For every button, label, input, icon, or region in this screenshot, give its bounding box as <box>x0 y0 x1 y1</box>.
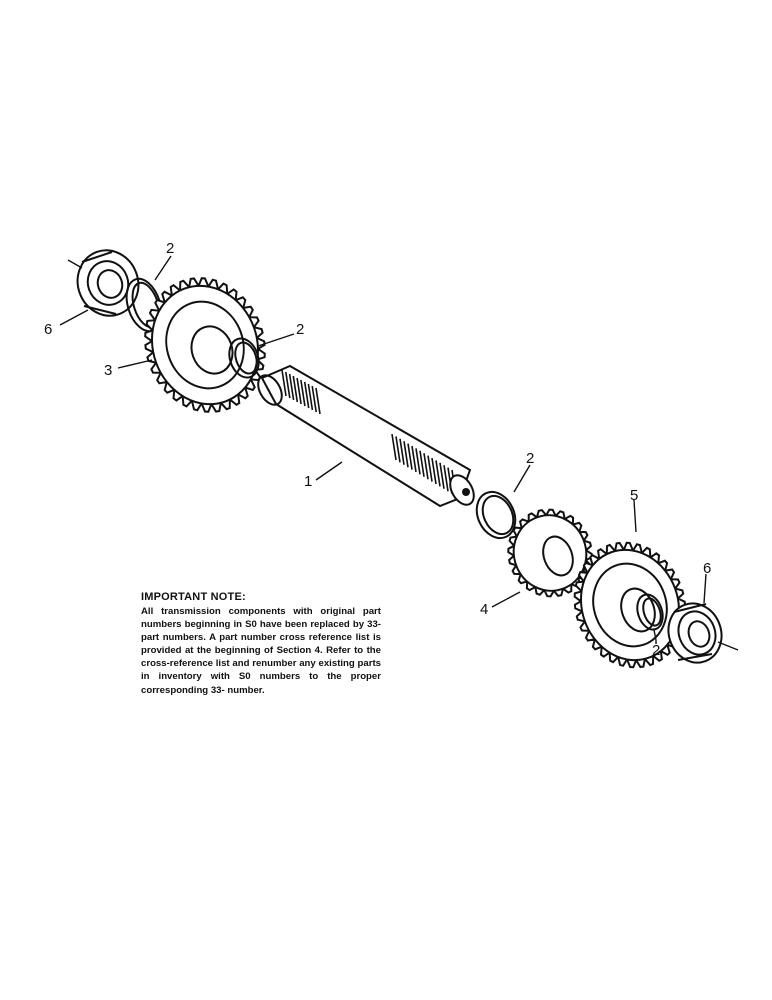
callout-2-bottom: 2 <box>652 642 660 659</box>
spline-groove <box>411 445 417 473</box>
spline-groove <box>311 385 317 413</box>
snap-ring-lower-right <box>636 593 664 631</box>
spline-groove <box>435 460 441 487</box>
spline-groove <box>395 436 401 463</box>
note-title: IMPORTANT NOTE: <box>141 591 246 603</box>
snap-ring-lower-left <box>475 490 517 540</box>
main-shaft <box>257 364 475 508</box>
note-body: All transmission components with origina… <box>141 606 381 696</box>
callouts: 2 6 3 2 1 2 4 5 6 2 <box>44 240 711 659</box>
spline-groove <box>439 462 445 489</box>
spline-groove <box>399 438 405 465</box>
gear-small <box>507 508 593 598</box>
callout-6-right: 6 <box>703 560 711 577</box>
spline-groove <box>292 375 299 403</box>
callout-1: 1 <box>304 473 312 490</box>
spline-groove <box>403 441 409 468</box>
bearing-lower-right <box>667 602 739 664</box>
important-note: IMPORTANT NOTE: All transmission compone… <box>141 591 381 697</box>
spline-groove <box>296 377 302 405</box>
callout-5: 5 <box>630 487 638 504</box>
spline-groove <box>315 387 321 415</box>
spline-groove <box>281 369 287 397</box>
spline-groove <box>419 450 425 477</box>
spline-groove <box>285 371 291 399</box>
snap-ring-upper-right <box>228 337 260 379</box>
spline-groove <box>307 383 314 411</box>
callout-6-left: 6 <box>44 321 52 338</box>
leader-lines <box>59 255 707 644</box>
callout-4: 4 <box>480 601 488 618</box>
spline-groove <box>288 373 295 401</box>
gear-upper <box>144 277 266 413</box>
spline-groove <box>415 448 421 475</box>
spline-groove <box>423 453 429 480</box>
spline-groove <box>443 465 449 492</box>
spline-groove <box>303 381 310 409</box>
bearing-upper-left <box>67 249 140 317</box>
spline-groove <box>300 379 306 407</box>
spline-groove <box>431 457 437 485</box>
spline-groove <box>407 443 413 470</box>
spline-groove <box>391 433 397 461</box>
callout-2-upper-right: 2 <box>296 321 304 338</box>
callout-2-top-left: 2 <box>166 240 174 257</box>
callout-3: 3 <box>104 362 112 379</box>
callout-2-middle: 2 <box>526 450 534 467</box>
spline-groove <box>427 455 433 482</box>
